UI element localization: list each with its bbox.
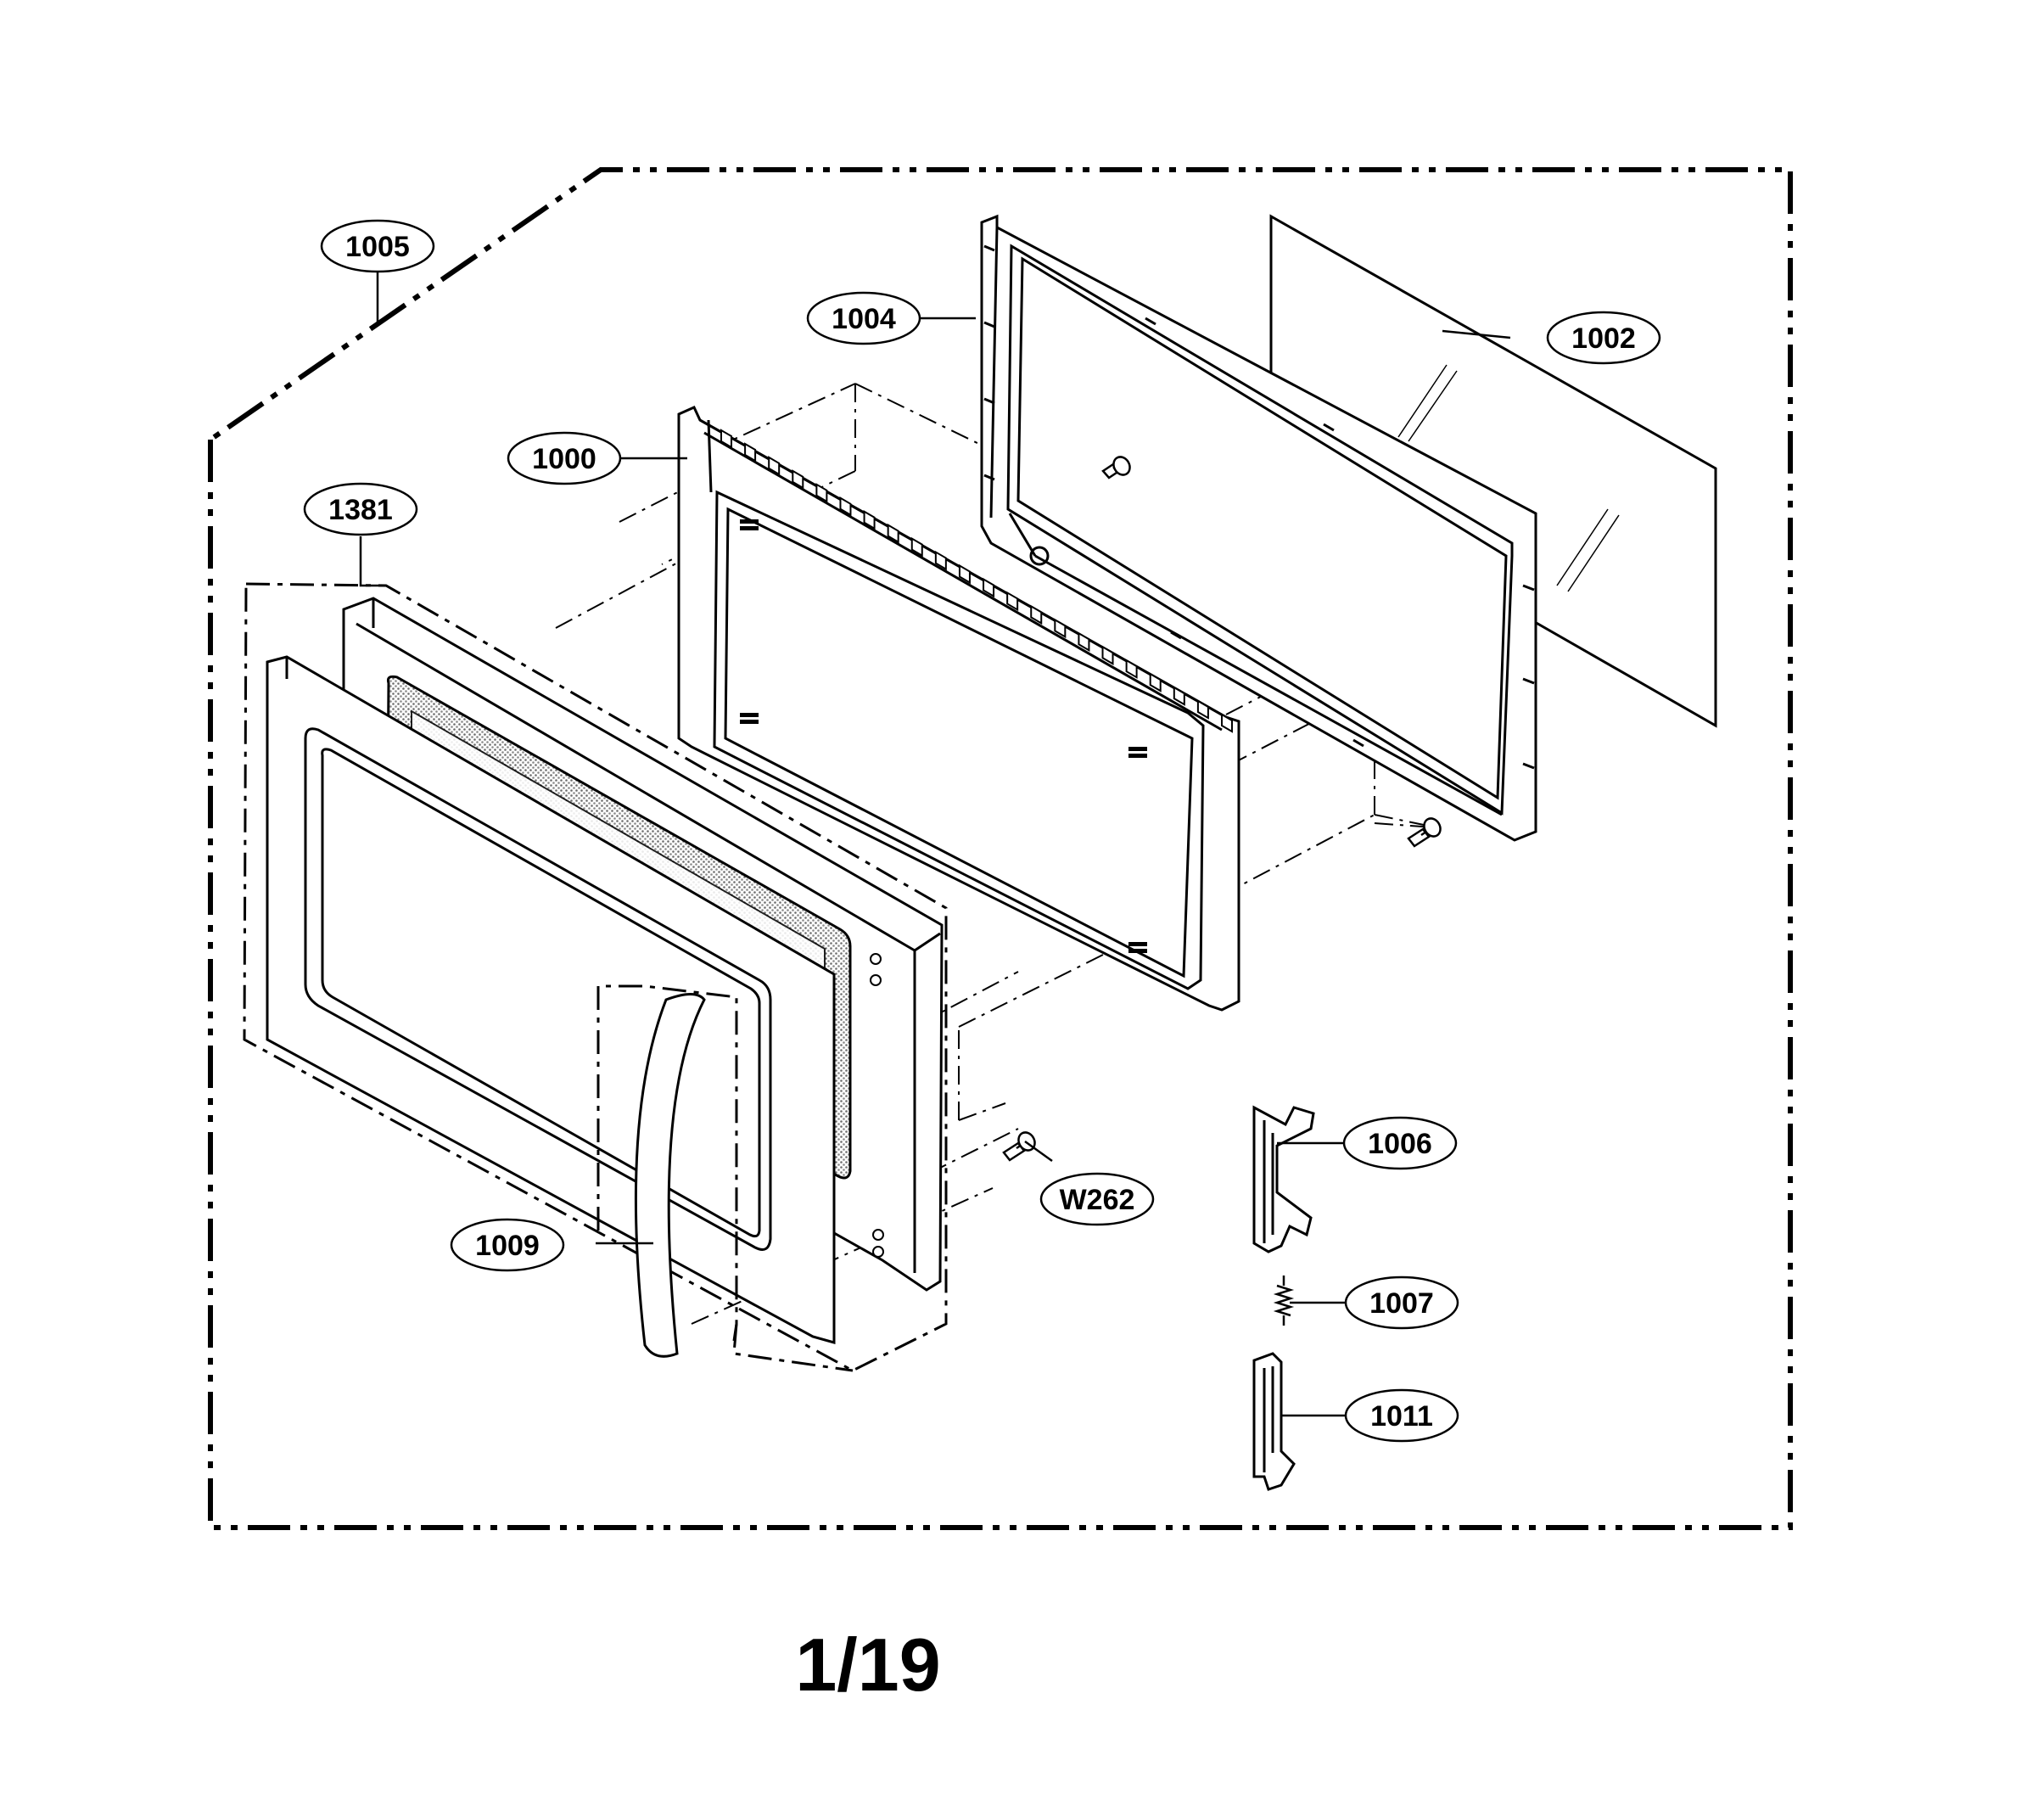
svg-text:1005: 1005 [345,231,410,263]
svg-text:1007: 1007 [1369,1287,1434,1320]
callout-1004: 1004 [806,291,921,345]
frame-tab [1101,645,1114,665]
frame-tab [744,442,757,463]
callout-1009: 1009 [450,1218,565,1272]
callout-1002: 1002 [1546,311,1661,365]
svg-text:1011: 1011 [1370,1400,1433,1433]
frame-vents [740,519,1147,953]
frame-tab [1196,699,1209,720]
frame-tab [815,483,828,503]
frame-tab [934,550,947,571]
frame-tab [910,536,923,558]
callout-1000: 1000 [507,431,622,485]
callout-1006: 1006 [1342,1116,1458,1170]
latch-hook-1006 [1252,1105,1315,1253]
handle-outline-1009 [596,984,854,1372]
callout-1007: 1007 [1344,1276,1459,1330]
frame-tab [1125,659,1138,679]
door-frame-1000 [677,406,1240,1012]
lever-1011 [1252,1352,1296,1491]
frame-tab [768,456,781,476]
svg-text:1381: 1381 [328,494,393,526]
frame-tab [1078,631,1090,653]
frame-tab [720,429,732,449]
frame-tab [1030,604,1043,625]
callout-1011: 1011 [1344,1388,1459,1443]
frame-tabs [720,429,1233,733]
svg-text:1000: 1000 [532,443,596,475]
frame-tab [887,523,899,544]
svg-text:1009: 1009 [475,1230,540,1262]
callout-1005: 1005 [320,219,435,273]
assembly-boundary [208,167,1793,1530]
door-handle [634,993,706,1358]
frame-tab [958,563,971,585]
spring-1007 [1273,1276,1295,1326]
svg-text:W262: W262 [1060,1184,1135,1216]
callouts: 1005 1004 1002 1000 1381 1006 W262 1009 [303,219,1661,1443]
screw-upper [1101,456,1131,479]
frame-tab [792,469,804,490]
svg-text:1004: 1004 [832,303,896,335]
screw-right [1407,817,1442,848]
frame-tab [983,577,995,598]
page-number: 1/19 [795,1623,940,1707]
frame-tab [1006,591,1019,612]
svg-text:1006: 1006 [1368,1128,1432,1160]
frame-tab [863,509,876,530]
svg-text:1002: 1002 [1571,322,1636,355]
frame-tab [1173,686,1185,706]
callout-w262: W262 [1039,1172,1155,1226]
frame-tab [1221,713,1233,733]
callout-1381: 1381 [303,482,418,536]
frame-tab [1054,618,1067,639]
frame-tab [839,496,852,517]
frame-tab [1149,672,1162,692]
choke-frame-1004 [980,214,1537,842]
